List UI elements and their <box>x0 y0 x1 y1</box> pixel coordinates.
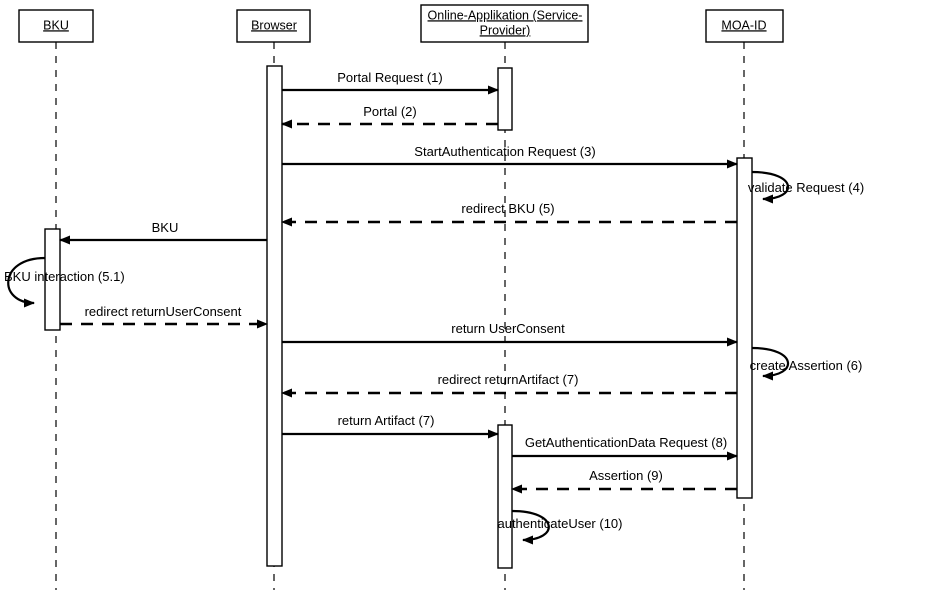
lifeline-header-box-bku <box>18 9 94 43</box>
self-message-arrow-m4 <box>751 170 790 204</box>
message-m4[interactable]: validate Request (4) <box>748 170 864 204</box>
lifeline-header-box-moaid <box>705 9 784 43</box>
activation-bar-moaid[interactable] <box>736 157 753 499</box>
message-label-m5: redirect BKU (5) <box>461 201 554 216</box>
message-label-m7: BKU interaction (5.1) <box>4 269 125 284</box>
lifeline-bku[interactable]: BKU <box>18 9 94 590</box>
activation-bar-bku[interactable] <box>44 228 61 331</box>
lifeline-label-moaid: MOA-ID <box>721 18 766 32</box>
lifeline-label-oa: Online-Applikation (Service- <box>428 8 583 22</box>
lifeline-browser[interactable]: Browser <box>236 9 311 590</box>
message-label-m8: redirect returnUserConsent <box>85 304 242 319</box>
activations-layer <box>44 65 753 569</box>
message-m2[interactable]: Portal (2) <box>281 104 498 129</box>
message-m13[interactable]: GetAuthenticationData Request (8) <box>512 435 738 461</box>
message-label-m10: create Assertion (6) <box>750 358 863 373</box>
lifeline-oa[interactable]: Online-Applikation (Service-Provider) <box>420 4 589 590</box>
message-m5[interactable]: redirect BKU (5) <box>281 201 737 227</box>
message-m6[interactable]: BKU <box>59 220 267 245</box>
messages-layer: Portal Request (1) Portal (2) StartAuthent… <box>4 70 864 545</box>
message-label-m9: return UserConsent <box>451 321 565 336</box>
lifeline-moaid[interactable]: MOA-ID <box>705 9 784 590</box>
message-m9[interactable]: return UserConsent <box>282 321 738 347</box>
message-label-m4: validate Request (4) <box>748 180 864 195</box>
lifelines-layer: BKU Browser Online-Applikation (Service-Pr… <box>18 4 784 590</box>
message-label-m13: GetAuthenticationData Request (8) <box>525 435 727 450</box>
message-label-m6: BKU <box>152 220 179 235</box>
message-label-m12: return Artifact (7) <box>338 413 435 428</box>
message-m1[interactable]: Portal Request (1) <box>282 70 499 95</box>
self-message-arrow-m7 <box>7 256 46 308</box>
activation-bar-oa[interactable] <box>497 424 513 569</box>
message-m14[interactable]: Assertion (9) <box>511 468 737 494</box>
message-m10[interactable]: create Assertion (6) <box>750 346 863 381</box>
self-message-arrow-m10 <box>751 346 790 381</box>
activation-bar-oa[interactable] <box>497 67 513 131</box>
message-label-m1: Portal Request (1) <box>337 70 443 85</box>
message-m15[interactable]: authenticateUser (10) <box>497 509 623 545</box>
message-m3[interactable]: StartAuthentication Request (3) <box>282 144 738 169</box>
activation-bar-browser[interactable] <box>266 65 283 567</box>
message-label-m14: Assertion (9) <box>589 468 663 483</box>
lifeline-label-oa: Provider) <box>480 23 531 37</box>
message-m8[interactable]: redirect returnUserConsent <box>60 304 268 329</box>
self-message-arrow-m15 <box>511 509 550 545</box>
message-label-m15: authenticateUser (10) <box>497 516 622 531</box>
message-label-m11: redirect returnArtifact (7) <box>438 372 579 387</box>
message-label-m3: StartAuthentication Request (3) <box>414 144 595 159</box>
lifeline-label-bku: BKU <box>43 18 69 32</box>
message-m11[interactable]: redirect returnArtifact (7) <box>281 372 737 398</box>
message-m7[interactable]: BKU interaction (5.1) <box>4 256 125 308</box>
lifeline-header-box-oa <box>420 4 589 43</box>
lifeline-label-browser: Browser <box>251 18 297 32</box>
message-label-m2: Portal (2) <box>363 104 416 119</box>
message-m12[interactable]: return Artifact (7) <box>282 413 499 439</box>
